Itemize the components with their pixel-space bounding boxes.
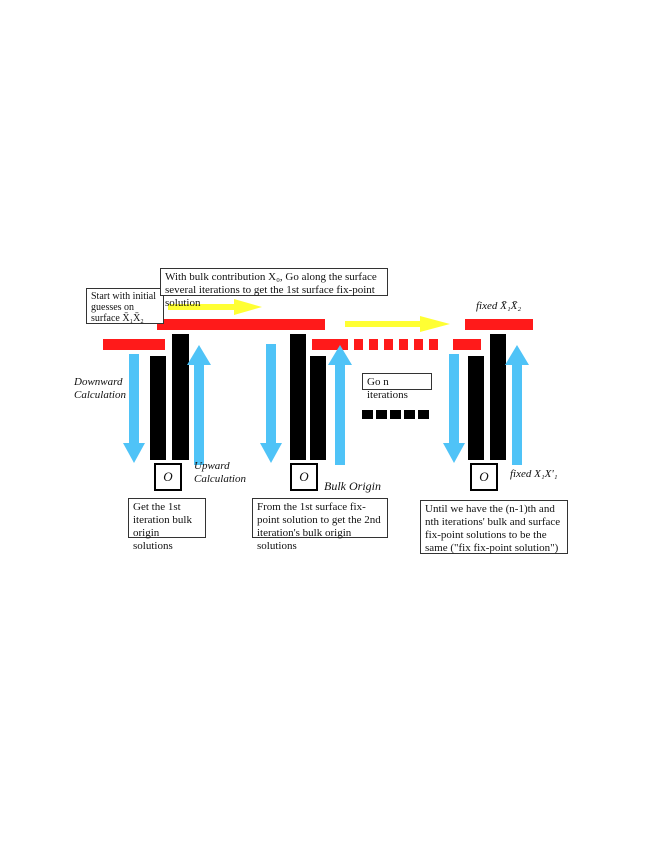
iteration-dash <box>362 410 373 419</box>
surface-dash <box>399 339 408 350</box>
bulk-column-3b <box>490 334 506 460</box>
blue-up-arrow-1 <box>187 345 211 465</box>
fixed-top-label: fixed X̄₁X̄₂ <box>476 300 522 312</box>
surface-dash <box>369 339 378 350</box>
blue-down-arrow-3 <box>443 354 465 463</box>
blue-down-arrow-2 <box>260 344 282 463</box>
blue-down-arrow-1 <box>123 354 145 463</box>
origin-box-1: O <box>154 463 182 491</box>
yellow-arrow-2 <box>345 316 450 332</box>
second-iteration-box: From the 1st surface fix-point solution … <box>252 498 388 552</box>
bulk-column-2a <box>290 334 306 460</box>
bulk-column-1b <box>172 334 189 460</box>
bulk-column-1a <box>150 356 166 460</box>
blue-up-arrow-3 <box>505 345 529 465</box>
surface-dash <box>384 339 393 350</box>
surface-bar-mid <box>312 339 348 350</box>
iteration-dash <box>390 410 401 419</box>
surface-dash <box>354 339 363 350</box>
surface-bar-right-low <box>453 339 481 350</box>
bulk-column-2b <box>310 356 326 460</box>
iteration-dash <box>376 410 387 419</box>
origin-box-2: O <box>290 463 318 491</box>
first-iteration-box: Get the 1st iteration bulk origin soluti… <box>128 498 206 552</box>
yellow-arrow-1 <box>168 299 262 315</box>
surface-bar-right-top <box>465 319 533 330</box>
iteration-dash <box>404 410 415 419</box>
surface-bar-top-long <box>157 319 325 330</box>
until-box: Until we have the (n-1)th and nth iterat… <box>420 500 568 554</box>
surface-dash <box>429 339 438 350</box>
origin-box-3: O <box>470 463 498 491</box>
surface-bar-left <box>103 339 165 350</box>
go-n-iterations-box: Go n iterations <box>362 373 432 401</box>
bulk-origin-label: Bulk Origin <box>324 479 381 493</box>
bulk-contribution-box: With bulk contribution X₀, Go along the … <box>160 268 388 309</box>
blue-up-arrow-2 <box>328 345 352 465</box>
upward-label: Upward Calculation <box>194 460 246 485</box>
fixed-bottom-label: fixed X₁X'₁ <box>510 468 558 480</box>
iteration-dash <box>418 410 429 419</box>
surface-dash <box>414 339 423 350</box>
bulk-column-3a <box>468 356 484 460</box>
start-box: Start with initial guesses on surface X̄… <box>86 288 164 324</box>
downward-label: Downward Calculation <box>74 376 126 401</box>
